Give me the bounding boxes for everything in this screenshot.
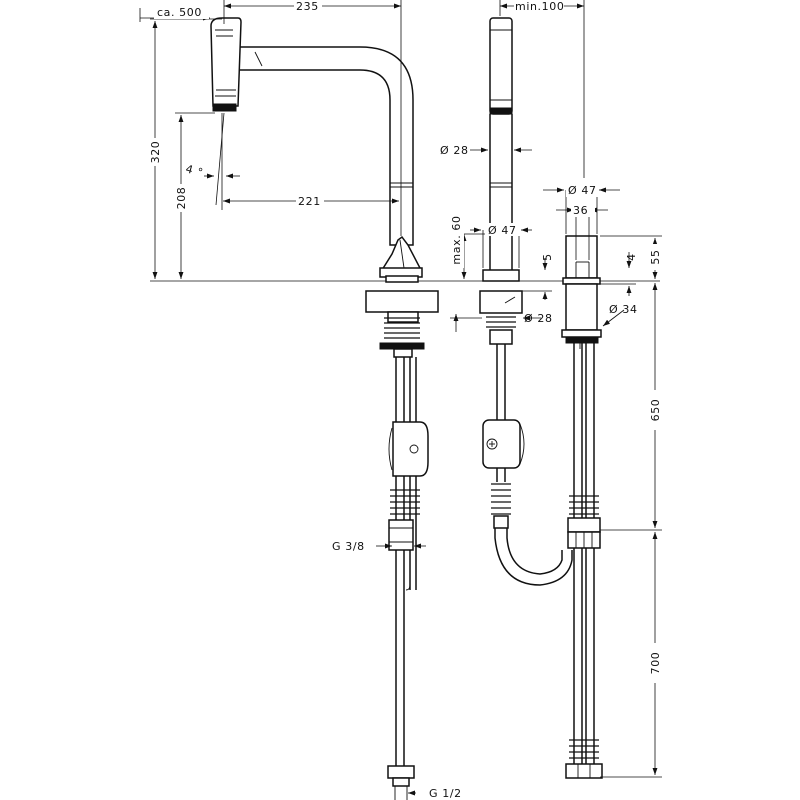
label-projection: ca. 500: [157, 6, 202, 19]
label-length-650: 650: [649, 399, 662, 422]
label-thread-g38: G 3/8: [332, 540, 365, 553]
label-diameter-28-top: Ø 28: [440, 144, 469, 157]
spout-body: [236, 46, 414, 246]
dimension-lines: [139, 0, 662, 796]
label-height-208: 208: [175, 187, 188, 210]
valve-body-view: [561, 235, 603, 779]
faucet-side-view: [210, 17, 439, 800]
label-diameter-34: Ø 34: [609, 303, 638, 316]
label-diameter-47-base: Ø 47: [488, 224, 517, 237]
hose-loop: [494, 528, 573, 586]
label-height-320: 320: [149, 141, 162, 164]
label-thickness-4: 4: [625, 253, 638, 261]
label-diameter-47-valve: Ø 47: [568, 184, 597, 197]
label-reach-235: 235: [296, 0, 319, 13]
label-reach-221: 221: [298, 195, 321, 208]
dimension-labels: ca. 500 235 min.100 320 208 4 ° 221 Ø 28…: [148, 0, 662, 800]
label-min-clearance: min.100: [515, 0, 564, 13]
label-thickness-5: 5: [541, 253, 554, 261]
label-length-700: 700: [649, 652, 662, 675]
spray-head: [210, 17, 242, 107]
mounting-base: [365, 290, 439, 313]
label-thread-g12: G 1/2: [429, 787, 462, 800]
label-width-36: 36: [573, 204, 588, 217]
label-height-55: 55: [649, 249, 662, 264]
label-diameter-28-bottom: Ø 28: [524, 312, 553, 325]
label-tilt-angle: 4 °: [184, 162, 205, 179]
faucet-front-view: [479, 17, 573, 586]
label-max-60: max. 60: [450, 215, 463, 264]
